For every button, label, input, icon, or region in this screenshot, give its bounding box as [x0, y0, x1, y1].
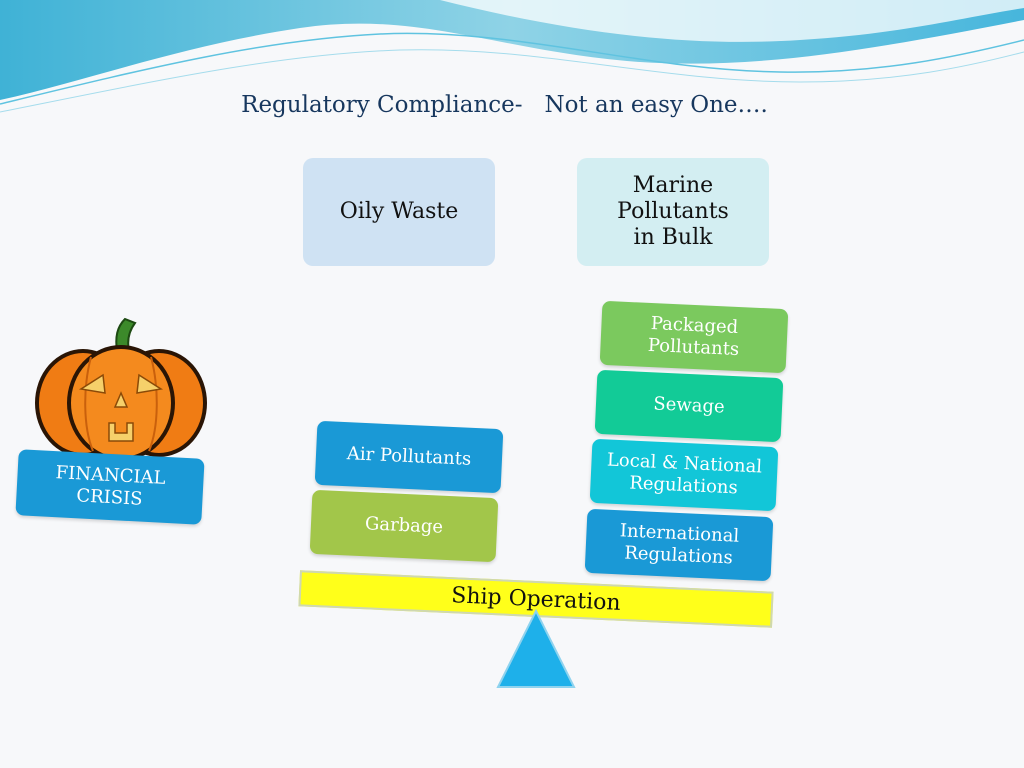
pumpkin-icon: [35, 317, 207, 461]
financial-crisis-label: FINANCIAL CRISIS: [55, 462, 167, 510]
wave-banner: [0, 0, 1024, 113]
slide-title: Regulatory Compliance- Not an easy One….: [241, 92, 768, 118]
garbage-label: Garbage: [364, 513, 444, 538]
sewage-label: Sewage: [652, 393, 726, 418]
marine-pollutants-box: Marine Pollutants in Bulk: [577, 158, 769, 266]
international-regulations-label: International Regulations: [619, 520, 740, 569]
sewage-block: Sewage: [594, 369, 784, 443]
packaged-pollutants-block: Packaged Pollutants: [599, 300, 789, 374]
fulcrum-triangle: [496, 608, 576, 688]
financial-crisis-block: FINANCIAL CRISIS: [15, 449, 205, 525]
garbage-block: Garbage: [309, 489, 499, 563]
local-national-regulations-label: Local & National Regulations: [606, 449, 763, 499]
local-national-regulations-block: Local & National Regulations: [589, 438, 779, 512]
packaged-pollutants-label: Packaged Pollutants: [647, 313, 740, 361]
oily-waste-label: Oily Waste: [339, 199, 459, 224]
marine-pollutants-label: Marine Pollutants in Bulk: [617, 173, 729, 250]
air-pollutants-label: Air Pollutants: [346, 443, 472, 470]
air-pollutants-block: Air Pollutants: [314, 420, 504, 494]
international-regulations-block: International Regulations: [584, 508, 774, 582]
oily-waste-box: Oily Waste: [303, 158, 495, 266]
